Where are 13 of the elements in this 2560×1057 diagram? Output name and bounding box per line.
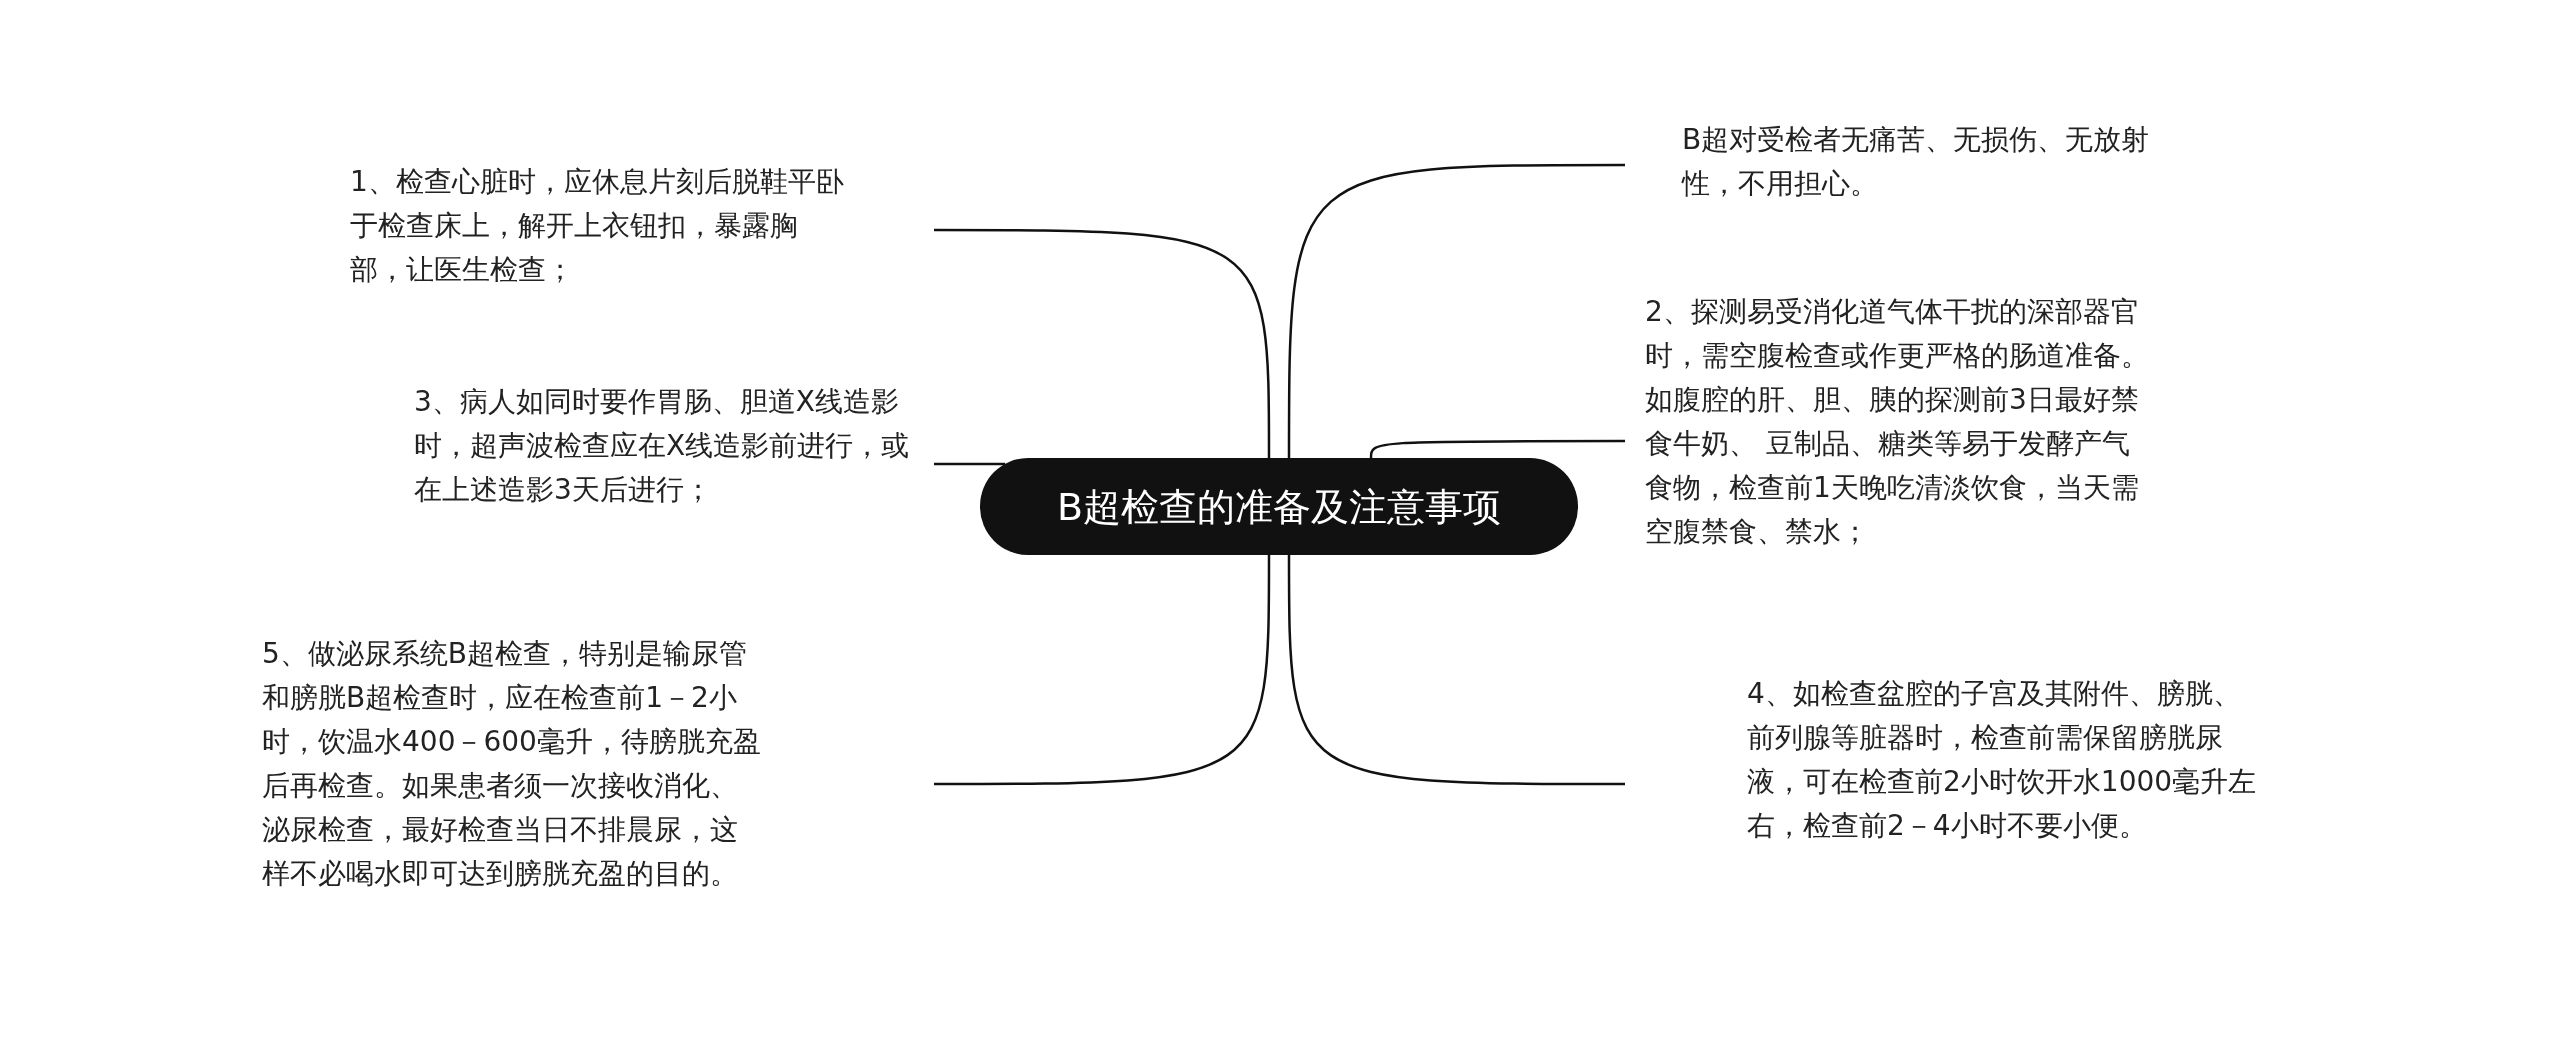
- branch-line: [1369, 439, 1625, 459]
- branch-line: [934, 555, 1271, 786]
- branch-text: 5、做泌尿系统B超检查，特别是输尿管和膀胱B超检查时，应在检查前1－2小时，饮温水400－600毫升，待膀胱充盈后再检查。如果患者须一次接收消化、泌尿检查，最好检查当日不排晨尿，这样不必喝水即可达到膀胱充盈的目的。: [262, 632, 934, 942]
- branch-line: [934, 228, 1271, 458]
- branch-text: 1、检查心脏时，应休息片刻后脱鞋平卧于检查床上，解开上衣钮扣，暴露胸部，让医生检查；: [350, 160, 934, 300]
- branch-line: [1287, 555, 1625, 786]
- branch-text: 4、如检查盆腔的子宫及其附件、膀胱、前列腺等脏器时，检查前需保留膀胱尿液，可在检查前2小时饮开水1000毫升左右，检查前2－4小时不要小便。: [1625, 672, 2265, 897]
- branch-text: 2、探测易受消化道气体干扰的深部器官时，需空腹检查或作更严格的肠道准备。如腹腔的肝、胆、胰的探测前3日最好禁食牛奶、 豆制品、糖类等易于发酵产气食物，检查前1天晚吃清淡饮食，当天需空腹禁食、禁水；: [1625, 290, 2150, 600]
- branch-line: [934, 462, 1006, 466]
- branch-line: [1287, 163, 1625, 458]
- branch-text: 3、病人如同时要作胃肠、胆道X线造影时，超声波检查应在X线造影前进行，或在上述造影3天后进行；: [414, 380, 934, 560]
- topic-title: B超检查的准备及注意事项: [1056, 483, 1502, 531]
- branch-text: B超对受检者无痛苦、无损伤、无放射性，不用担心。: [1625, 118, 2165, 213]
